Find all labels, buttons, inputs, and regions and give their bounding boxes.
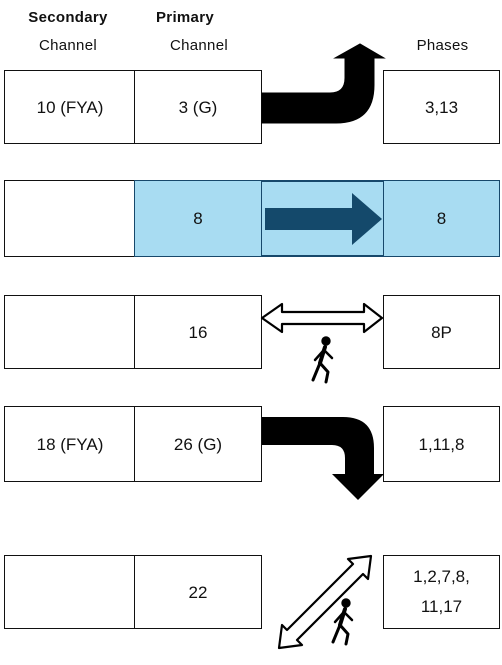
row5-phases-line2: 11,17 [420, 597, 463, 616]
right-turn-arrow-icon [262, 417, 384, 500]
row1-phases-cell: 3,13 [383, 70, 500, 144]
row5-phases-line1: 1,2,7,8, [413, 567, 470, 586]
row2-secondary-cell [4, 180, 136, 257]
row3-secondary-cell [4, 295, 136, 369]
row1-secondary-cell: 10 (FYA) [4, 70, 136, 144]
row5-phases-cell: 1,2,7,8, 11,17 [383, 555, 500, 629]
secondary-channel-header: Secondary Channel [0, 4, 136, 60]
row4-primary-cell: 26 (G) [134, 406, 262, 482]
row2-phases-cell: 8 [383, 180, 500, 257]
row3-phases-cell: 8P [383, 295, 500, 369]
left-turn-arrow-icon [261, 43, 386, 124]
secondary-header-line1: Secondary [28, 9, 108, 26]
pedestrian-icon [311, 336, 334, 384]
row4-secondary-cell: 18 (FYA) [4, 406, 136, 482]
row3-primary-cell: 16 [134, 295, 262, 369]
phases-header-label: Phases [416, 37, 469, 54]
double-arrow-icon [260, 302, 384, 334]
primary-channel-header: Primary Channel [136, 4, 262, 60]
primary-header-line1: Primary [156, 9, 214, 26]
row5-primary-cell: 22 [134, 555, 262, 629]
row5-secondary-cell [4, 555, 136, 629]
row1-primary-cell: 3 (G) [134, 70, 262, 144]
secondary-header-line2: Channel [39, 37, 97, 54]
pedestrian-icon [331, 598, 354, 646]
row4-phases-cell: 1,11,8 [383, 406, 500, 482]
primary-header-line2: Channel [170, 37, 228, 54]
diagonal-double-arrow-icon [277, 554, 373, 650]
row2-primary-cell: 8 [134, 180, 262, 257]
phases-header: Phases [383, 32, 502, 60]
